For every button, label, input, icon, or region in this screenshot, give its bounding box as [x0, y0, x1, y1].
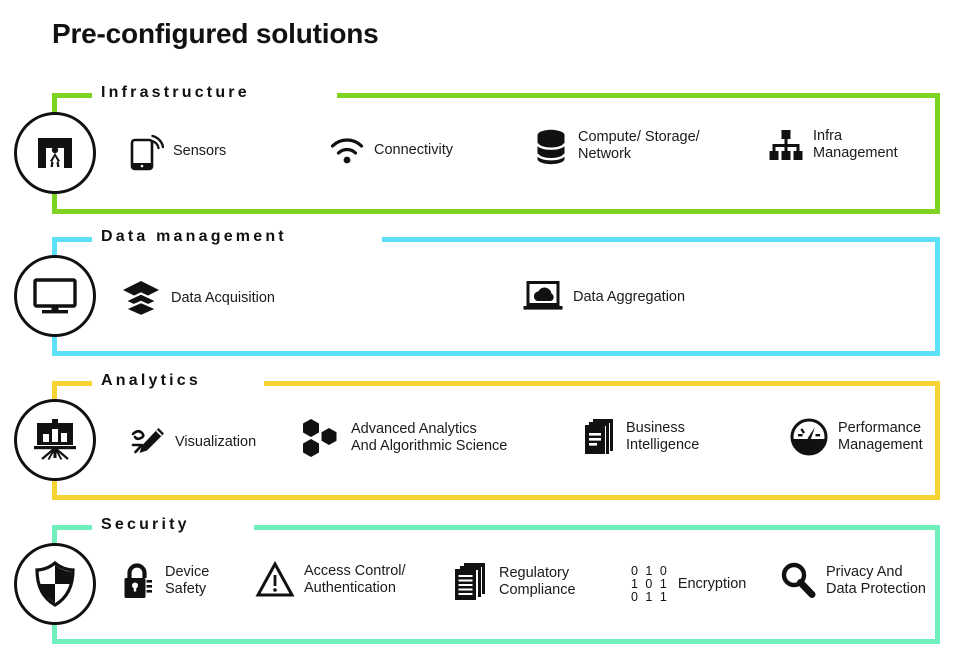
- item-data-acquisition[interactable]: Data Acquisition: [120, 279, 275, 317]
- item-label-regulatory-compliance: Regulatory Compliance: [499, 565, 576, 598]
- desktop-monitor-icon: [31, 274, 79, 318]
- item-privacy-data-protection[interactable]: Privacy And Data Protection: [779, 561, 926, 601]
- database-stack-icon: [533, 126, 569, 166]
- badge-security: [14, 543, 96, 625]
- binary-row-3: 0 1 1: [631, 590, 669, 604]
- binary-digits-icon: 0 1 0 1 0 1 0 1 1: [631, 565, 669, 604]
- band-infrastructure: Infrastructure: [14, 84, 940, 214]
- pen-chart-icon: [130, 426, 166, 458]
- item-advanced-analytics[interactable]: Advanced Analytics And Algorithmic Scien…: [300, 417, 507, 459]
- item-data-aggregation[interactable]: Data Aggregation: [522, 280, 685, 314]
- item-visualization[interactable]: Visualization: [130, 426, 256, 458]
- band-notch-infrastructure: [92, 89, 337, 100]
- band-analytics: Analytics: [14, 372, 940, 500]
- item-label-data-acquisition: Data Acquisition: [171, 289, 275, 306]
- item-access-control[interactable]: Access Control/ Authentication: [255, 561, 406, 599]
- items-analytics: Visualization Advanced Analytics And Alg…: [52, 381, 940, 500]
- badge-infrastructure: [14, 112, 96, 194]
- item-encryption[interactable]: 0 1 0 1 0 1 0 1 1 Encryption: [631, 565, 746, 604]
- mobile-signal-icon: [130, 131, 164, 171]
- item-device-safety[interactable]: Device Safety: [122, 561, 209, 601]
- item-connectivity[interactable]: Connectivity: [329, 135, 453, 165]
- laptop-cloud-icon: [522, 280, 564, 314]
- wifi-icon: [329, 135, 365, 165]
- item-infra-management[interactable]: Infra Management: [768, 128, 898, 162]
- layers-stack-icon: [120, 279, 162, 317]
- item-label-privacy-data-protection: Privacy And Data Protection: [826, 564, 926, 597]
- item-regulatory-compliance[interactable]: Regulatory Compliance: [452, 561, 576, 603]
- band-notch-analytics: [92, 377, 264, 388]
- page-title: Pre-configured solutions: [52, 18, 379, 49]
- presentation-chart-icon: [31, 417, 79, 463]
- org-hierarchy-icon: [768, 128, 804, 162]
- hexagons-icon: [300, 417, 342, 459]
- band-notch-data-management: [92, 233, 382, 244]
- item-business-intelligence[interactable]: Business Intelligence: [583, 417, 699, 457]
- gantry-sensor-icon: [32, 130, 78, 176]
- items-data-management: Data Acquisition Data Aggregation: [52, 237, 940, 356]
- item-label-connectivity: Connectivity: [374, 141, 453, 158]
- items-infrastructure: Sensors Connectivity: [52, 93, 940, 214]
- items-security: Device Safety Access Control/ Authentica…: [52, 525, 940, 644]
- padlock-icon: [122, 561, 156, 601]
- documents-icon: [583, 417, 617, 457]
- item-label-data-aggregation: Data Aggregation: [573, 288, 686, 305]
- item-label-infra-management: Infra Management: [813, 128, 898, 161]
- magnifier-icon: [779, 561, 817, 601]
- item-label-access-control: Access Control/ Authentication: [304, 563, 406, 596]
- band-security: Security: [14, 516, 940, 644]
- item-label-device-safety: Device Safety: [165, 564, 210, 597]
- band-data-management: Data management Data Acquisition: [14, 228, 940, 356]
- badge-data-management: [14, 255, 96, 337]
- document-stack-icon: [452, 561, 490, 603]
- gauge-icon: [789, 417, 829, 457]
- band-label-security: Security: [101, 516, 190, 533]
- band-label-data-management: Data management: [101, 228, 287, 245]
- item-sensors[interactable]: Sensors: [130, 131, 226, 171]
- item-performance-management[interactable]: Performance Management: [789, 417, 923, 457]
- warning-triangle-icon: [255, 561, 295, 599]
- item-label-encryption: Encryption: [677, 576, 747, 592]
- item-label-sensors: Sensors: [173, 142, 227, 159]
- band-label-analytics: Analytics: [101, 372, 201, 389]
- item-label-performance-management: Performance Management: [838, 420, 923, 453]
- item-label-visualization: Visualization: [175, 433, 257, 450]
- item-compute-storage-network[interactable]: Compute/ Storage/ Network: [533, 126, 700, 166]
- binary-row-2: 1 0 1: [631, 577, 669, 591]
- binary-row-1: 0 1 0: [631, 564, 669, 578]
- item-label-advanced-analytics: Advanced Analytics And Algorithmic Scien…: [351, 421, 508, 454]
- badge-analytics: [14, 399, 96, 481]
- item-label-business-intelligence: Business Intelligence: [626, 420, 700, 453]
- shield-icon: [32, 560, 78, 608]
- band-notch-security: [92, 521, 254, 532]
- band-label-infrastructure: Infrastructure: [101, 84, 250, 101]
- item-label-compute-storage-network: Compute/ Storage/ Network: [578, 129, 700, 162]
